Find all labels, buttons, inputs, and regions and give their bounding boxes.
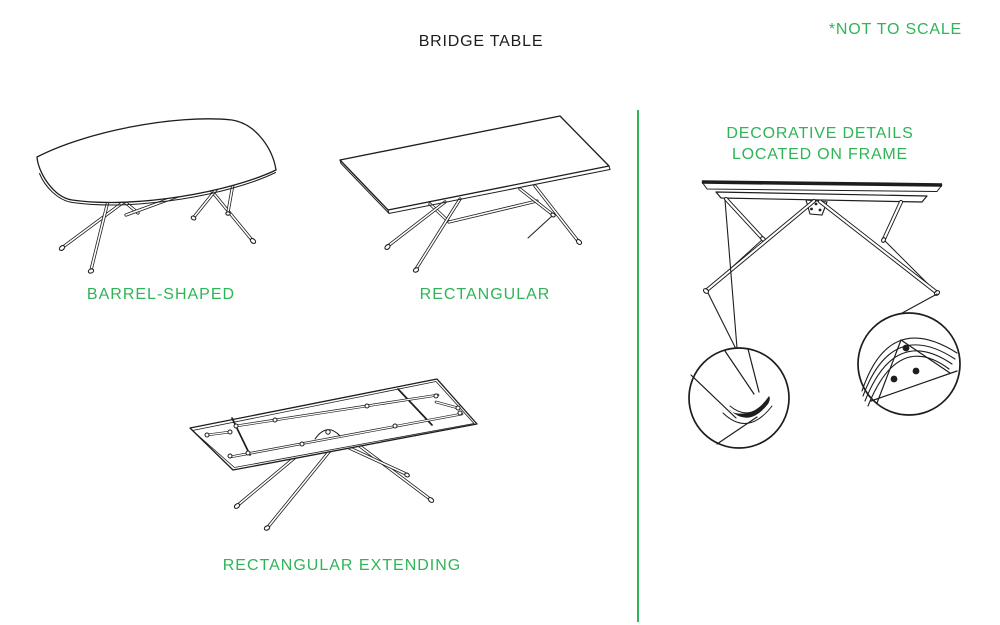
extension-mechanism xyxy=(204,393,464,459)
details-panel-heading: DECORATIVE DETAILS LOCATED ON FRAME xyxy=(726,123,913,165)
rectangular-table-legs xyxy=(384,184,583,273)
section-divider xyxy=(637,110,639,622)
details-heading-line-1: DECORATIVE DETAILS xyxy=(726,125,914,142)
page-title: BRIDGE TABLE xyxy=(418,33,544,50)
extending-table-legs xyxy=(233,440,435,531)
extending-table-top xyxy=(189,378,478,471)
rectangular-table-illustration xyxy=(339,115,611,273)
variant-label-barrel-shaped: BARREL-SHAPED xyxy=(86,286,236,303)
barrel-table-top xyxy=(36,118,277,206)
scale-note: *NOT TO SCALE xyxy=(828,21,962,38)
variant-label-rectangular-extending: RECTANGULAR EXTENDING xyxy=(222,557,462,574)
table-front-view-drawing xyxy=(701,180,943,296)
variant-label-rectangular: RECTANGULAR xyxy=(419,286,551,303)
frame-detail-magnifier xyxy=(857,312,961,416)
barrel-shaped-table-illustration xyxy=(36,118,277,274)
rectangular-extending-table-illustration xyxy=(189,378,478,531)
rectangular-table-top xyxy=(339,115,611,215)
foot-detail-magnifier xyxy=(688,347,790,449)
details-heading-line-2: LOCATED ON FRAME xyxy=(731,146,909,163)
decorative-details-illustration xyxy=(688,180,961,449)
